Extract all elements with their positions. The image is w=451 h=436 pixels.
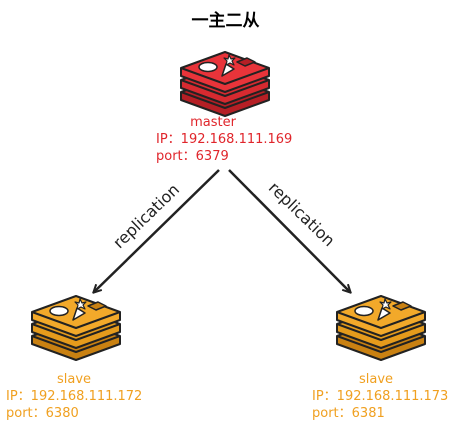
slave2-name: slave bbox=[358, 372, 394, 387]
slave2-redis-icon bbox=[336, 295, 426, 361]
slave1-redis-icon bbox=[31, 295, 121, 361]
slave1-ip: IP：192.168.111.172 bbox=[6, 389, 143, 404]
slave2-ip: IP：192.168.111.173 bbox=[312, 389, 449, 404]
replication-arrow-right bbox=[228, 169, 350, 292]
diagram-title: 一主二从 bbox=[191, 11, 260, 31]
master-port: port：6379 bbox=[156, 149, 229, 164]
slave1-port: port：6380 bbox=[6, 406, 79, 421]
slave1-label: slave IP：192.168.111.172 port：6380 bbox=[6, 371, 156, 422]
master-ip: IP：192.168.111.169 bbox=[156, 132, 293, 147]
master-label: master IP：192.168.111.169 port：6379 bbox=[156, 114, 306, 165]
edge-label-right: replication bbox=[265, 178, 339, 250]
master-name: master bbox=[190, 115, 236, 130]
slave2-port: port：6381 bbox=[312, 406, 385, 421]
slave1-name: slave bbox=[56, 372, 92, 387]
replication-arrow-left bbox=[94, 169, 220, 292]
slave2-label: slave IP：192.168.111.173 port：6381 bbox=[312, 371, 451, 422]
master-redis-icon bbox=[180, 51, 270, 117]
